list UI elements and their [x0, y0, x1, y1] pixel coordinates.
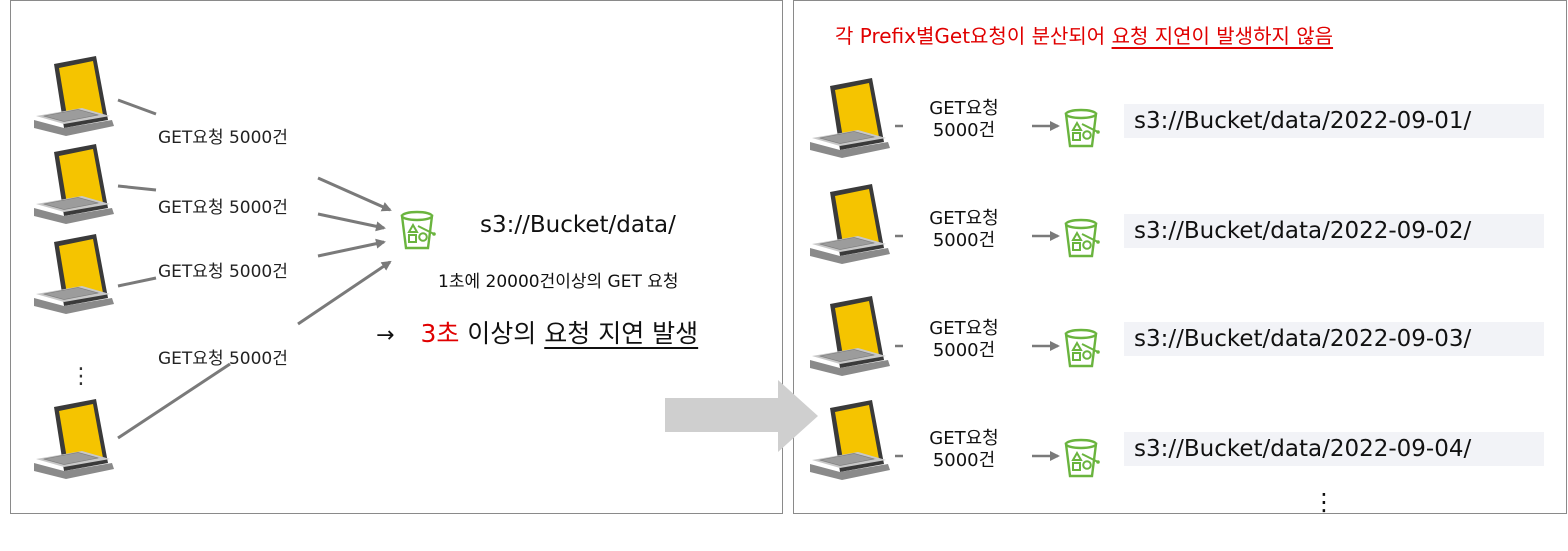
request-label: GET요청 5000건: [158, 349, 288, 369]
laptop-icon: [33, 55, 115, 137]
s3-bucket-icon: [1064, 108, 1102, 148]
laptop-icon: [33, 233, 115, 315]
request-label: GET요청 5000건: [914, 428, 1014, 472]
request-label-line2: 5000건: [932, 340, 996, 361]
laptop-icon: [809, 295, 891, 377]
laptop-icon: [33, 398, 115, 480]
request-label-line2: 5000건: [932, 230, 996, 251]
latency-statement: → 3초 이상의 요청 지연 발생: [376, 314, 698, 350]
right-panel-title: 각 Prefix별Get요청이 분산되어 요청 지연이 발생하지 않음: [835, 20, 1333, 49]
bucket-path: s3://Bucket/data/: [480, 212, 676, 238]
bucket-prefix-path: s3://Bucket/data/2022-09-01/: [1124, 104, 1544, 138]
ellipsis: ⋮: [70, 364, 92, 389]
request-label: GET요청 5000건: [914, 318, 1014, 362]
request-label-line2: 5000건: [932, 450, 996, 471]
title-underlined: 요청 지연이 발생하지 않음: [1111, 24, 1334, 48]
latency-duration: 3초: [420, 319, 460, 348]
bucket-prefix-path: s3://Bucket/data/2022-09-04/: [1124, 432, 1544, 466]
s3-bucket-icon: [1064, 438, 1102, 478]
s3-bucket-icon: [1064, 218, 1102, 258]
request-label-line1: GET요청: [929, 98, 999, 119]
title-prefix: 각 Prefix별Get요청이 분산되어: [835, 24, 1112, 48]
bucket-prefix-path: s3://Bucket/data/2022-09-02/: [1124, 214, 1544, 248]
latency-middle-text: 이상의: [459, 319, 545, 348]
request-label: GET요청 5000건: [914, 208, 1014, 252]
request-label: GET요청 5000건: [158, 128, 288, 148]
request-label: GET요청 5000건: [914, 98, 1014, 142]
right-arrow-icon: →: [376, 323, 395, 348]
laptop-icon: [809, 77, 891, 159]
laptop-icon: [33, 143, 115, 225]
bucket-prefix-path: s3://Bucket/data/2022-09-03/: [1124, 322, 1544, 356]
laptop-icon: [809, 399, 891, 481]
left-panel: [10, 0, 783, 514]
laptop-icon: [809, 183, 891, 265]
latency-underlined-text: 요청 지연 발생: [544, 319, 699, 348]
right-panel: [793, 0, 1567, 514]
request-label-line1: GET요청: [929, 318, 999, 339]
s3-bucket-icon: [1064, 328, 1102, 368]
request-label-line2: 5000건: [932, 120, 996, 141]
request-rate-text: 1초에 20000건이상의 GET 요청: [438, 272, 679, 292]
transition-arrow: [665, 380, 818, 452]
request-label: GET요청 5000건: [158, 262, 288, 282]
request-label: GET요청 5000건: [158, 198, 288, 218]
s3-bucket-icon: [400, 210, 437, 250]
ellipsis: ⋮: [1312, 488, 1336, 516]
request-label-line1: GET요청: [929, 428, 999, 449]
request-label-line1: GET요청: [929, 208, 999, 229]
request-arrows: [117, 98, 392, 440]
